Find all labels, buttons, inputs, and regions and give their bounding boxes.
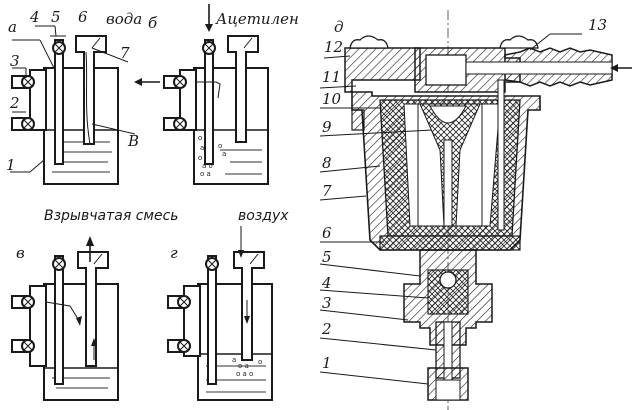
- plate-6: [379, 235, 521, 251]
- svg-text:o: o: [258, 358, 262, 366]
- svg-text:a: a: [200, 144, 204, 152]
- svg-text:a: a: [222, 150, 226, 158]
- valve-icon: [167, 295, 191, 309]
- panel-g: ao ao a o o г воздух: [167, 208, 289, 401]
- valve-3-icon: [11, 75, 35, 89]
- label-d-6: 6: [322, 224, 332, 242]
- nut-right: [499, 35, 539, 49]
- label-d-13: 13: [588, 16, 607, 34]
- label-d-9: 9: [322, 118, 332, 136]
- label-d-4: 4: [321, 274, 332, 292]
- svg-text:o a o: o a o: [236, 370, 253, 378]
- arrow-icon: [610, 64, 632, 72]
- arrow-icon: [134, 78, 160, 86]
- svg-text:o: o: [218, 142, 222, 150]
- svg-text:a o: a o: [202, 162, 213, 170]
- label-4: 4: [29, 8, 40, 26]
- panel-letter-g: г: [170, 244, 178, 262]
- label-d-5: 5: [322, 248, 332, 266]
- valve-icon: [205, 257, 219, 271]
- valve-2-icon: [11, 117, 35, 131]
- ball-5: [439, 271, 457, 289]
- valve-icon: [163, 75, 187, 89]
- label-d-7: 7: [322, 182, 332, 200]
- valve-icon: [202, 41, 216, 55]
- cover-left: [344, 47, 421, 93]
- caption-air: воздух: [238, 208, 289, 224]
- label-3: 3: [10, 52, 20, 70]
- valve-icon: [52, 257, 66, 271]
- valve-icon: [167, 339, 191, 353]
- label-d-8: 8: [322, 154, 332, 172]
- arrow-icon: [91, 338, 97, 360]
- label-V: В: [127, 132, 139, 150]
- valve-dome-9: [429, 105, 467, 124]
- caption-acetylene: Ацетилен: [215, 10, 299, 28]
- label-d-11: 11: [322, 68, 341, 86]
- svg-text:a: a: [232, 356, 236, 364]
- label-d-12: 12: [324, 38, 343, 56]
- label-5: 5: [51, 8, 61, 26]
- svg-text:o: o: [198, 134, 202, 142]
- label-1: 1: [6, 156, 16, 174]
- panel-d: д 12 11 10 9 8 7 6 5 4 3 2 1 13: [319, 10, 632, 410]
- arrow-icon: [86, 236, 94, 262]
- valve-icon: [11, 295, 35, 309]
- arrow-icon: [238, 226, 244, 258]
- arrow-icon: [205, 4, 213, 32]
- svg-text:o: o: [198, 154, 202, 162]
- bubbles: oao a oo aoa: [198, 134, 226, 178]
- label-2: 2: [9, 94, 20, 112]
- bubbles: ao ao a o o: [232, 356, 262, 378]
- tube-6: [75, 35, 107, 145]
- tube-4: [54, 39, 64, 165]
- svg-text:o a: o a: [200, 170, 211, 178]
- label-d-10: 10: [322, 90, 342, 108]
- panel-letter-v: в: [16, 244, 25, 262]
- panel-b: oao a oo aoa б Ацетилен: [134, 4, 299, 185]
- nut-12: [349, 35, 389, 49]
- caption-water: вода: [106, 10, 142, 28]
- panel-v: в Взрывчатая смесь: [11, 208, 179, 401]
- label-d-1: 1: [322, 354, 332, 372]
- svg-text:o a: o a: [238, 362, 249, 370]
- leaders-a: [10, 25, 136, 173]
- panel-letter-d: д: [334, 18, 344, 36]
- label-6: 6: [78, 8, 88, 26]
- label-7: 7: [120, 44, 130, 62]
- valve-icon: [163, 117, 187, 131]
- valve-5-icon: [52, 41, 66, 55]
- panel-letter-a: а: [8, 18, 17, 36]
- label-d-3: 3: [322, 294, 332, 312]
- label-d-2: 2: [321, 320, 332, 338]
- panel-letter-b: б: [148, 14, 158, 32]
- panel-a: а 4 5 6 вода 7 3 2 В 1: [6, 8, 142, 185]
- valve-icon: [11, 339, 35, 353]
- caption-explosive-mixture: Взрывчатая смесь: [44, 208, 179, 224]
- leaders-d: [319, 33, 582, 385]
